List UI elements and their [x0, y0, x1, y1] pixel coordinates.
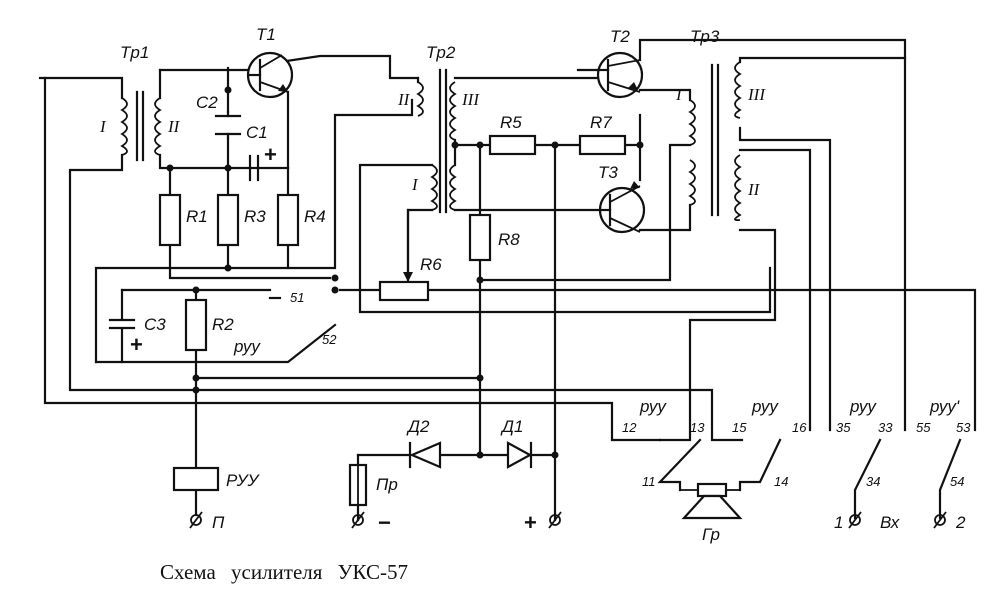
contact-13: 13	[690, 420, 705, 435]
label-term-minus: −	[378, 510, 391, 535]
c1-plus: +	[264, 142, 277, 167]
resistor-r6	[378, 280, 430, 302]
transistor-t2	[596, 51, 644, 99]
label-t2: T2	[610, 27, 630, 46]
resistor-r1	[158, 193, 182, 247]
diode-d2	[408, 441, 442, 469]
capacitor-c1	[248, 154, 260, 182]
label-r2: R2	[212, 315, 234, 334]
label-r4: R4	[304, 207, 326, 226]
label-term-2: 2	[955, 513, 966, 532]
label-c3: C3	[144, 315, 166, 334]
contact-34: 34	[866, 474, 880, 489]
contact-12: 12	[622, 420, 637, 435]
label-gr: Гр	[702, 525, 720, 544]
label-term-1: 1	[834, 513, 843, 532]
fuse-pr	[348, 463, 368, 507]
c3-plus: +	[130, 332, 143, 357]
label-d1: Д1	[500, 417, 523, 436]
winding-tr3-iii: III	[747, 85, 766, 104]
capacitors	[108, 110, 260, 330]
label-r6: R6	[420, 255, 442, 274]
contact-35: 35	[836, 420, 851, 435]
contact-11: 11	[642, 474, 656, 489]
label-ruu-15: руу	[751, 397, 779, 416]
contact-33: 33	[878, 420, 893, 435]
winding-tr3-i: I	[675, 85, 683, 104]
resistor-r8	[468, 213, 492, 262]
label-vx: Вх	[880, 513, 900, 532]
transistor-t1	[246, 51, 294, 99]
terminal-1	[848, 511, 862, 529]
winding-tr1-ii: II	[167, 117, 181, 136]
contact-52: 52	[322, 332, 337, 347]
resistor-r2	[184, 298, 208, 352]
resistor-r4	[276, 193, 300, 247]
winding-tr2-ii: II	[397, 90, 411, 109]
label-r7: R7	[590, 113, 612, 132]
speaker-gr	[680, 482, 743, 520]
transformer-tr2	[416, 68, 457, 214]
winding-tr2-iii: III	[461, 90, 480, 109]
contact-53: 53	[956, 420, 971, 435]
resistor-r3	[216, 193, 240, 247]
label-ruu-12: руу	[639, 397, 667, 416]
resistor-r5	[488, 134, 537, 156]
transformer-tr1	[120, 90, 162, 162]
contact-54: 54	[950, 474, 964, 489]
terminal-plus	[548, 511, 562, 529]
capacitor-c3	[108, 318, 136, 330]
resistors	[158, 134, 627, 352]
diode-d1	[506, 441, 533, 469]
label-r5: R5	[500, 113, 522, 132]
label-c1: C1	[246, 123, 268, 142]
label-term-plus: +	[524, 510, 537, 535]
contact-16: 16	[792, 420, 807, 435]
labels: Tp1 T1 Tp2 T2 Tp3 T3 I II II III I I III…	[99, 25, 971, 544]
label-r1: R1	[186, 207, 208, 226]
label-tr3: Tp3	[690, 27, 720, 46]
label-ruu-35: руу	[849, 397, 877, 416]
wiring	[38, 38, 977, 522]
label-r3: R3	[244, 207, 266, 226]
contact-51: 51	[290, 290, 304, 305]
label-tr1: Tp1	[120, 43, 149, 62]
winding-tr2-i: I	[411, 175, 419, 194]
label-t3: T3	[598, 163, 618, 182]
label-pr: Пр	[376, 475, 398, 494]
junctions	[166, 86, 644, 459]
label-r8: R8	[498, 230, 520, 249]
terminal-minus	[351, 511, 365, 529]
transistor-t3	[598, 181, 646, 234]
relay-coil-ruu	[172, 466, 220, 492]
label-ruu-coil: РУУ	[226, 471, 260, 490]
contact-55: 55	[916, 420, 931, 435]
label-d2: Д2	[406, 417, 430, 436]
label-t1: T1	[256, 25, 276, 44]
contact-15: 15	[732, 420, 747, 435]
transformer-tr3	[688, 61, 742, 222]
winding-tr1-i: I	[99, 117, 107, 136]
label-c2: C2	[196, 93, 218, 112]
winding-tr3-ii: II	[747, 180, 761, 199]
terminal-2	[933, 511, 947, 529]
resistor-r7	[578, 134, 627, 156]
label-ruu-52: руу	[233, 337, 261, 356]
terminals	[189, 511, 947, 529]
label-tr2: Tp2	[426, 43, 456, 62]
label-term-p: П	[212, 513, 225, 532]
label-ruu-prime: руу'	[929, 397, 960, 416]
figure-caption: Схема усилителя УКС-57	[160, 560, 409, 584]
terminal-p	[189, 511, 203, 529]
capacitor-c2	[214, 110, 242, 140]
contact-14: 14	[774, 474, 788, 489]
